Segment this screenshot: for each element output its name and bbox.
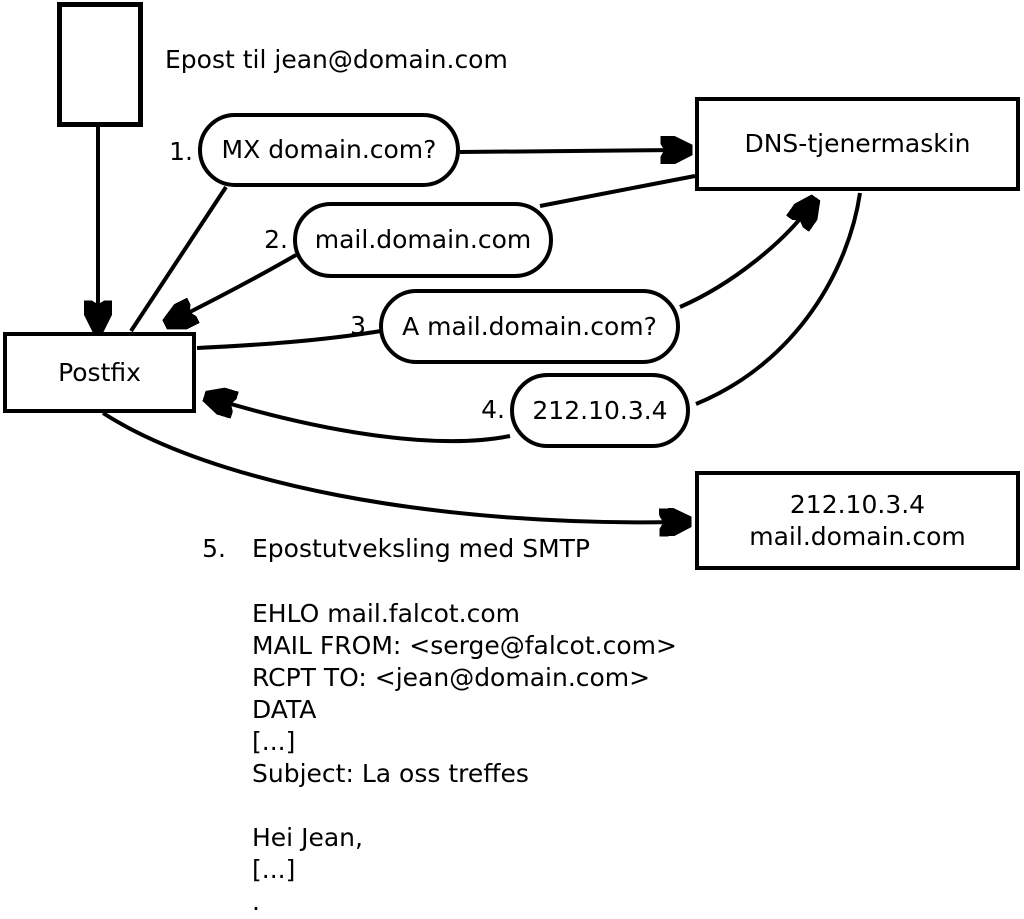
line-postfix-to-step3	[196, 329, 382, 350]
arrow-step1-to-dns	[459, 150, 682, 152]
line-dns-to-step2	[539, 174, 696, 208]
mail-server-box: 212.10.3.4 mail.domain.com	[695, 471, 1020, 570]
step2-number: 2.	[264, 225, 288, 254]
arrow-step2-to-postfix	[174, 253, 297, 320]
line-postfix-to-step1	[129, 185, 228, 333]
step3-number: 3.	[350, 311, 374, 340]
smtp-session-text: EHLO mail.falcot.com MAIL FROM: <serge@f…	[252, 599, 677, 916]
step5-label: Epostutveksling med SMTP	[252, 534, 591, 563]
step2-label: mail.domain.com	[314, 225, 532, 254]
step3-label: A mail.domain.com?	[402, 311, 657, 341]
step2-pill: mail.domain.com	[293, 202, 553, 278]
arrow-step4-to-postfix	[214, 399, 511, 444]
step1-label: MX domain.com?	[221, 135, 437, 164]
step3-pill: A mail.domain.com?	[379, 289, 680, 364]
step5-number: 5.	[202, 534, 226, 563]
email-note: Epost til jean@domain.com	[165, 45, 508, 74]
dns-server-box: DNS-tjenermaskin	[695, 97, 1020, 191]
arrow-step3-to-dns	[679, 206, 810, 309]
step4-pill: 212.10.3.4	[510, 373, 690, 448]
mail-server-label: 212.10.3.4 mail.domain.com	[749, 489, 965, 553]
mail-server-ip: 212.10.3.4	[789, 489, 926, 519]
step4-number: 4.	[481, 395, 505, 424]
step1-number: 1.	[169, 137, 193, 166]
step4-label: 212.10.3.4	[532, 395, 668, 425]
line-dns-to-step4	[695, 192, 862, 406]
dns-server-label: DNS-tjenermaskin	[744, 129, 971, 158]
arrow-postfix-to-mailserver	[101, 411, 681, 522]
postfix-box: Postfix	[3, 332, 196, 413]
mail-server-host: mail.domain.com	[749, 521, 966, 551]
email-box	[57, 2, 143, 127]
step1-pill: MX domain.com?	[198, 113, 460, 187]
postfix-label: Postfix	[58, 357, 141, 387]
